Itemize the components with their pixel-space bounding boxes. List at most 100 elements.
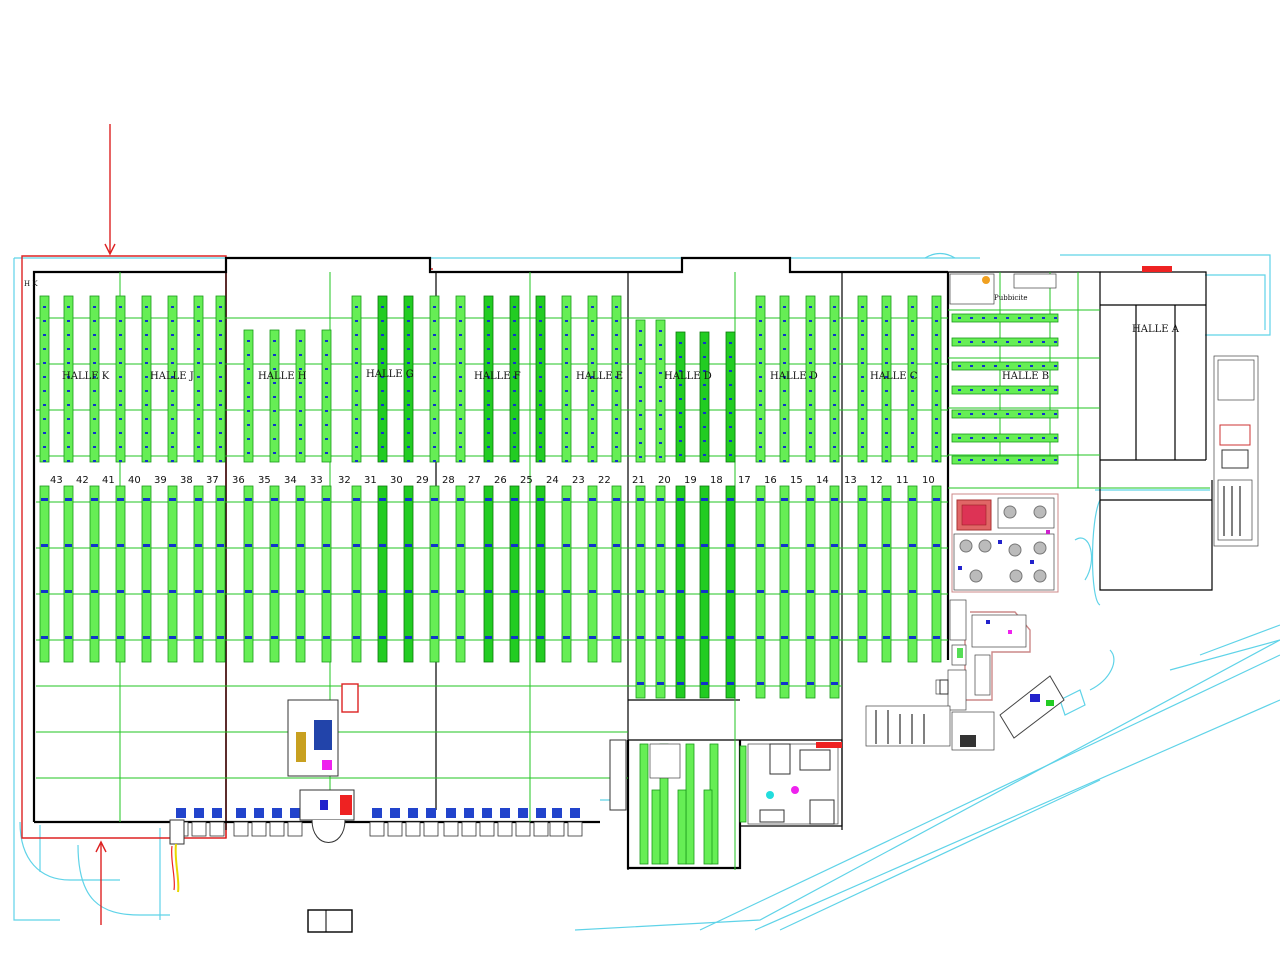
rack-marker bbox=[565, 348, 568, 350]
rack-lower bbox=[89, 485, 100, 663]
rack-marker bbox=[759, 418, 762, 420]
rack-marker bbox=[459, 362, 462, 364]
rack-marker bbox=[297, 636, 304, 639]
rack-marker bbox=[563, 544, 570, 547]
rack-marker bbox=[67, 432, 70, 434]
rack-marker bbox=[43, 376, 46, 378]
rack-marker bbox=[459, 348, 462, 350]
rack-marker bbox=[591, 334, 594, 336]
rack-marker bbox=[299, 382, 302, 384]
rack-upper bbox=[699, 331, 710, 463]
rack-marker bbox=[539, 306, 542, 308]
rack-marker bbox=[861, 334, 864, 336]
rack-marker bbox=[539, 446, 542, 448]
rack-marker bbox=[355, 362, 358, 364]
rack-marker bbox=[958, 437, 961, 439]
rack-marker bbox=[679, 370, 682, 372]
rack-marker bbox=[589, 636, 596, 639]
hall-label-h: HALLE H bbox=[258, 371, 307, 382]
rack-marker bbox=[355, 320, 358, 322]
rack-lower bbox=[295, 485, 306, 663]
rack-marker bbox=[885, 362, 888, 364]
rack-marker bbox=[1054, 389, 1057, 391]
dock-door bbox=[567, 821, 583, 837]
rack-marker bbox=[783, 390, 786, 392]
rack-marker bbox=[433, 320, 436, 322]
hall-b-rack bbox=[951, 455, 1059, 465]
rack-marker bbox=[169, 590, 176, 593]
rack-marker bbox=[639, 442, 642, 444]
rack-marker bbox=[639, 386, 642, 388]
rack-marker bbox=[833, 334, 836, 336]
rack-marker bbox=[659, 442, 662, 444]
rack-upper bbox=[675, 331, 686, 463]
rack-marker bbox=[885, 404, 888, 406]
rack-lower bbox=[483, 485, 494, 663]
aisle-number: 29 bbox=[416, 475, 429, 486]
rack-marker bbox=[703, 398, 706, 400]
rack-marker bbox=[565, 460, 568, 462]
rack-marker bbox=[885, 306, 888, 308]
rack-marker bbox=[809, 362, 812, 364]
service-area bbox=[169, 679, 949, 933]
rack-marker bbox=[659, 400, 662, 402]
rack-marker bbox=[325, 410, 328, 412]
rack-marker bbox=[539, 334, 542, 336]
rack-marker bbox=[833, 404, 836, 406]
rack-lower bbox=[193, 485, 204, 663]
rack-marker bbox=[487, 418, 490, 420]
rack-marker bbox=[935, 404, 938, 406]
rack-marker bbox=[1006, 413, 1009, 415]
hall-label-d2: HALLE D bbox=[664, 371, 712, 382]
rack-marker bbox=[657, 682, 664, 685]
annex-rack bbox=[685, 743, 695, 865]
dock-marker bbox=[536, 808, 546, 818]
rack-marker bbox=[487, 334, 490, 336]
rack-marker bbox=[513, 334, 516, 336]
rack-marker bbox=[381, 334, 384, 336]
aisle-number: 19 bbox=[684, 475, 697, 486]
rack-marker bbox=[93, 320, 96, 322]
dock-marker bbox=[570, 808, 580, 818]
rack-marker bbox=[859, 636, 866, 639]
dock-door bbox=[461, 821, 477, 837]
rack-marker bbox=[43, 348, 46, 350]
rack-marker bbox=[219, 418, 222, 420]
rack-marker bbox=[195, 544, 202, 547]
rack-marker bbox=[833, 446, 836, 448]
rack-marker bbox=[701, 544, 708, 547]
rack-marker bbox=[783, 418, 786, 420]
rack-marker bbox=[537, 636, 544, 639]
rack-marker bbox=[119, 390, 122, 392]
rack-marker bbox=[885, 334, 888, 336]
rack-marker bbox=[677, 682, 684, 685]
rack-marker bbox=[783, 320, 786, 322]
hall-label-f: HALLE F bbox=[474, 371, 521, 382]
rack-marker bbox=[958, 317, 961, 319]
dock-marker bbox=[552, 808, 562, 818]
rack-marker bbox=[219, 348, 222, 350]
rack-marker bbox=[379, 498, 386, 501]
rack-marker bbox=[297, 590, 304, 593]
rack-marker bbox=[809, 320, 812, 322]
rack-marker bbox=[43, 306, 46, 308]
rack-marker bbox=[407, 306, 410, 308]
rack-lower bbox=[455, 485, 466, 663]
dock-door bbox=[191, 821, 207, 837]
rack-marker bbox=[679, 440, 682, 442]
rack-marker bbox=[195, 498, 202, 501]
rack-marker bbox=[271, 498, 278, 501]
rack-marker bbox=[861, 460, 864, 462]
rack-marker bbox=[119, 460, 122, 462]
rack-marker bbox=[197, 348, 200, 350]
rack-marker bbox=[195, 590, 202, 593]
rack-marker bbox=[909, 544, 916, 547]
rack-marker bbox=[565, 362, 568, 364]
rack-marker bbox=[511, 636, 518, 639]
rack-marker bbox=[885, 432, 888, 434]
rack-marker bbox=[591, 390, 594, 392]
rack-marker bbox=[487, 306, 490, 308]
rack-marker bbox=[171, 446, 174, 448]
rack-marker bbox=[781, 682, 788, 685]
aisle-number: 40 bbox=[128, 475, 141, 486]
